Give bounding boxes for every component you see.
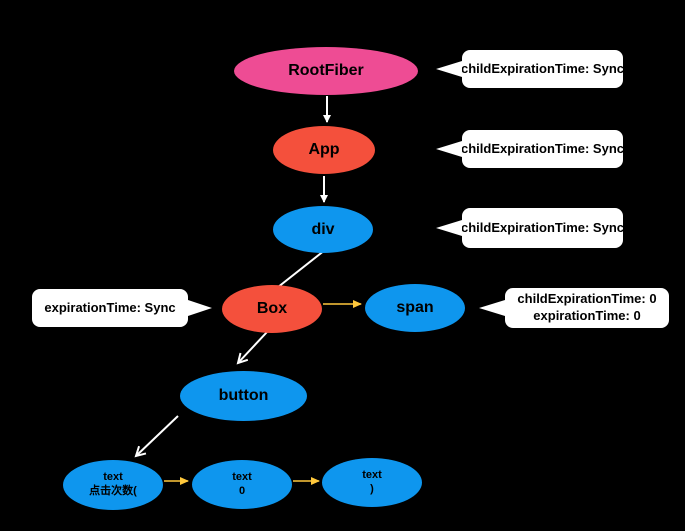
node-span: span	[365, 284, 465, 332]
callout-tail-left-icon	[436, 61, 462, 77]
node-button: button	[180, 371, 307, 421]
callout-tail-left-icon	[436, 141, 462, 157]
node-text-2: text 0	[192, 460, 292, 509]
node-rootfiber-label: RootFiber	[288, 62, 364, 79]
node-div-label: div	[311, 220, 335, 238]
node-text-3-label: text	[362, 468, 382, 481]
node-div: div	[273, 206, 373, 253]
node-text-1: text 点击次数(	[63, 460, 163, 510]
arrow-button-to-text	[134, 415, 179, 458]
callout-span-line2: expirationTime: 0	[533, 308, 641, 323]
callout-box: expirationTime: Sync	[32, 289, 212, 327]
node-box: Box	[222, 285, 322, 333]
callout-rootfiber-text: childExpirationTime: Sync	[460, 60, 625, 76]
callout-rootfiber: childExpirationTime: Sync	[436, 50, 625, 88]
node-app: App	[273, 126, 375, 174]
callout-span-line1: childExpirationTime: 0	[517, 291, 657, 307]
callout-div-text: childExpirationTime: Sync	[460, 219, 625, 235]
node-box-label: Box	[256, 300, 288, 317]
node-text-1-value: 点击次数(	[89, 485, 137, 497]
node-text-1-label: text	[103, 471, 123, 484]
callout-app-text: childExpirationTime: Sync	[460, 140, 625, 156]
node-text-2-value: 0	[238, 484, 246, 497]
node-app-label: App	[308, 141, 340, 158]
node-span-label: span	[396, 299, 434, 316]
callout-tail-left-icon	[479, 300, 505, 316]
node-button-label: button	[218, 387, 269, 404]
callout-tail-left-icon	[436, 220, 462, 236]
node-text-3-value: )	[370, 482, 374, 495]
node-rootfiber: RootFiber	[234, 47, 418, 95]
callout-div: childExpirationTime: Sync	[436, 208, 625, 248]
callout-span: childExpirationTime: 0 expirationTime: 0	[479, 288, 669, 328]
node-text-3: text )	[322, 458, 422, 507]
node-text-2-label: text	[232, 470, 252, 483]
callout-app: childExpirationTime: Sync	[436, 130, 625, 168]
callout-tail-right-icon	[188, 300, 212, 316]
arrow-box-to-button	[236, 331, 268, 365]
callout-box-text: expirationTime: Sync	[44, 299, 176, 315]
